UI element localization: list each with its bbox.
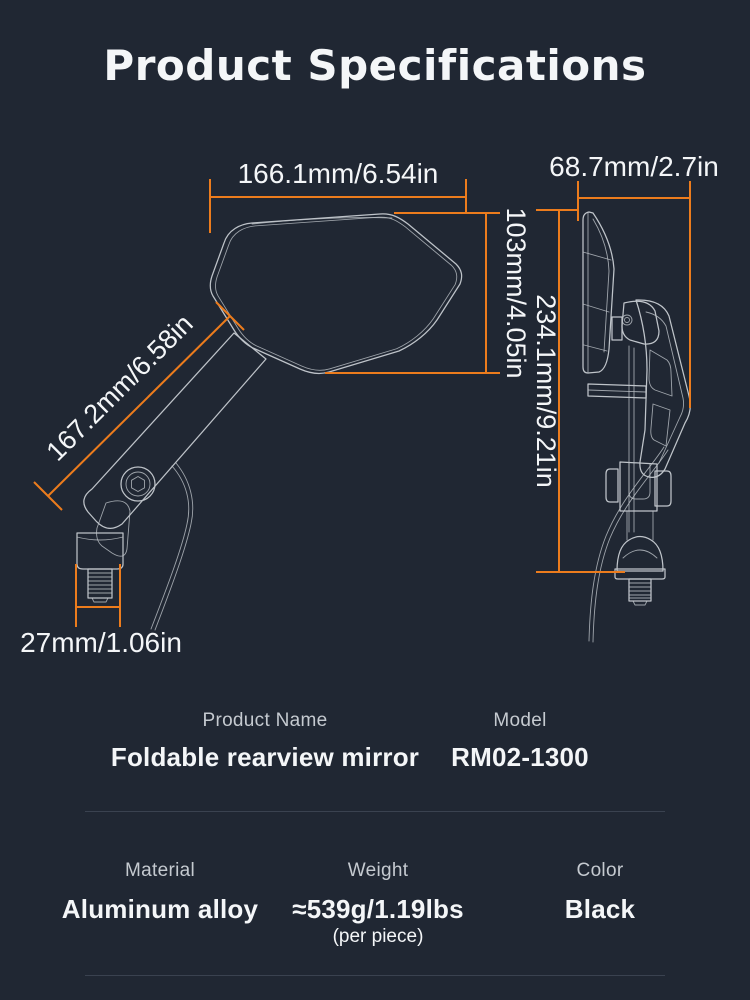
- model-label: Model: [493, 710, 547, 731]
- dim-label-side-depth: 68.7mm/2.7in: [549, 151, 719, 182]
- color-value: Black: [564, 894, 636, 924]
- mirror-front-view-drawing: [76, 213, 463, 631]
- product-name-label: Product Name: [202, 710, 328, 731]
- dim-label-total-height: 234.1mm/9.21in: [531, 294, 561, 488]
- page-title: Product Specifications: [103, 41, 647, 90]
- divider-top: [85, 811, 665, 812]
- weight-label: Weight: [347, 860, 409, 881]
- weight-value: ≈539g/1.19lbs: [292, 894, 464, 924]
- material-label: Material: [125, 860, 195, 881]
- dim-label-head-width: 166.1mm/6.54in: [238, 158, 439, 189]
- color-label: Color: [576, 860, 624, 881]
- model-value: RM02-1300: [451, 742, 589, 772]
- mirror-side-view-drawing: [582, 211, 691, 643]
- dimension-lines: [33, 179, 691, 627]
- dimension-labels: 166.1mm/6.54in 68.7mm/2.7in 103mm/4.05in…: [20, 151, 719, 658]
- dim-label-mount-width: 27mm/1.06in: [20, 627, 182, 658]
- dim-label-head-height: 103mm/4.05in: [501, 207, 531, 378]
- dim-label-arm-length: 167.2mm/6.58in: [41, 309, 199, 467]
- material-value: Aluminum alloy: [61, 894, 259, 924]
- product-name-value: Foldable rearview mirror: [110, 742, 420, 772]
- divider-bottom: [85, 975, 665, 976]
- weight-note: (per piece): [332, 926, 424, 947]
